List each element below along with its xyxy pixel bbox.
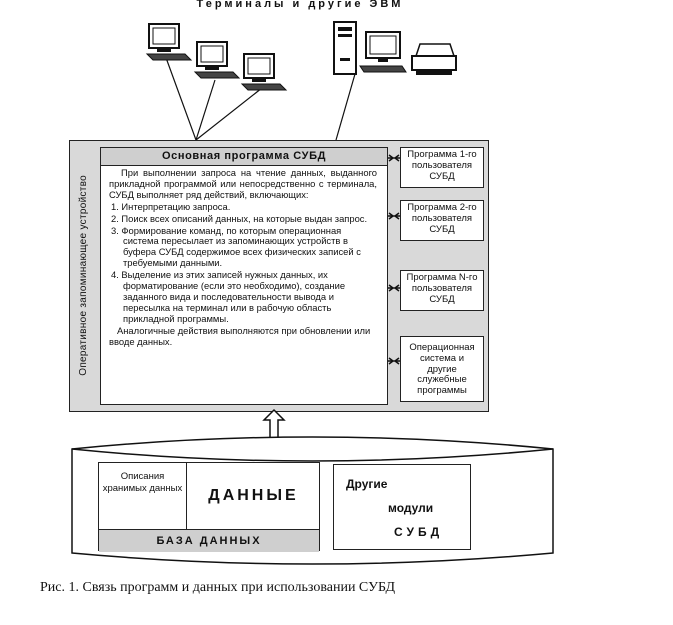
database-label: БАЗА ДАННЫХ xyxy=(99,529,319,552)
terminal-2-line xyxy=(195,79,216,141)
terminal-1-icon xyxy=(145,23,193,61)
terminal-3-line xyxy=(195,87,263,141)
main-program-title: Основная программа СУБД xyxy=(101,148,387,166)
database-box: Описания хранимых данных ДАННЫЕ БАЗА ДАН… xyxy=(98,462,320,552)
connector-icon xyxy=(388,284,400,292)
user-program-2: Программа 2-го пользователя СУБД xyxy=(400,200,484,241)
main-program-tail: Аналогичные действия выполняются при обн… xyxy=(109,324,371,347)
computer-icon xyxy=(333,21,407,75)
data-descriptions: Описания хранимых данных xyxy=(99,463,187,529)
figure-caption: Рис. 1. Связь программ и данных при испо… xyxy=(40,580,396,595)
ram-label: Оперативное запоминающее устройство xyxy=(74,142,92,408)
other-modules-box: Другие модули СУБД xyxy=(333,464,471,550)
terminal-3-icon xyxy=(240,53,288,91)
connector-icon xyxy=(388,212,400,220)
data-label: ДАННЫЕ xyxy=(208,487,299,504)
os-box: Операционная система и другие служебные … xyxy=(400,336,484,402)
terminal-2-icon xyxy=(193,41,241,79)
printer-icon xyxy=(411,43,457,75)
connector-icon xyxy=(388,357,400,365)
main-program-text: При выполнении запроса на чтение данных,… xyxy=(109,167,377,349)
ram-label-text: Оперативное запоминающее устройство xyxy=(77,174,89,376)
main-program-step-2: 2. Поиск всех описаний данных, на которы… xyxy=(111,212,368,224)
other-modules-line-2: модули xyxy=(388,501,434,515)
main-program-step-4: 4. Выделение из этих записей нужных данн… xyxy=(111,269,346,324)
user-program-n: Программа N-го пользователя СУБД xyxy=(400,270,484,311)
main-program-intro: При выполнении запроса на чтение данных,… xyxy=(109,167,377,200)
user-program-1: Программа 1-го пользователя СУБД xyxy=(400,147,484,188)
terminal-1-line xyxy=(164,54,197,141)
main-program-box: Основная программа СУБД При выполнении з… xyxy=(100,147,388,405)
other-modules-line-1: Другие xyxy=(346,477,388,491)
main-program-step-1: 1. Интерпретацию запроса. xyxy=(111,200,231,212)
other-modules-line-3: СУБД xyxy=(394,525,444,539)
terminals-title: Терминалы и другие ЭВМ xyxy=(196,0,404,10)
main-program-step-3: 3. Формирование команд, по которым опера… xyxy=(111,224,361,269)
connector-icon xyxy=(388,154,400,162)
computer-line xyxy=(335,73,356,141)
